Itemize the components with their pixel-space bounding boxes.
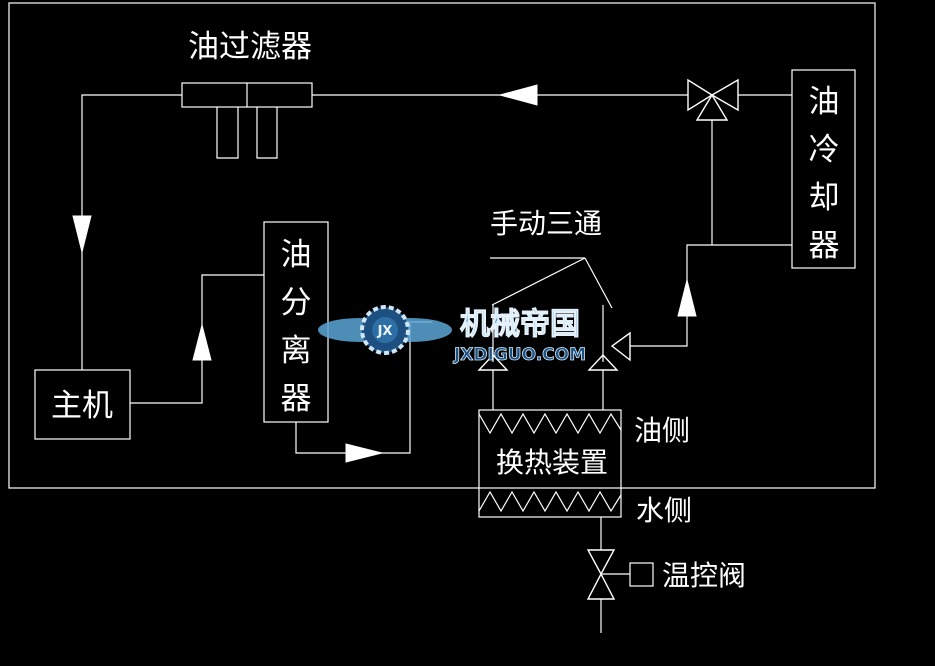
watermark-title: 机械帝国 — [460, 307, 580, 342]
flow-arrow-up-main — [192, 324, 212, 361]
manual-valve-up-line — [630, 244, 712, 347]
oil-side-label: 油侧 — [634, 414, 690, 447]
manual-three-way-leaders — [490, 257, 613, 309]
oil-cooler-char-3: 却 — [809, 180, 840, 216]
watermark-url: JXDIGUO.COM — [453, 345, 586, 365]
exchanger-oil-zigzag — [478, 412, 622, 435]
main-to-separator-line — [130, 274, 264, 404]
left-line — [81, 94, 182, 370]
flow-arrow-right — [345, 443, 383, 463]
oil-filter-symbol — [181, 82, 313, 159]
oil-cooler-char-1: 油 — [809, 84, 840, 120]
oil-separator-char-3: 离 — [281, 333, 312, 369]
exchanger-water-zigzag — [478, 490, 622, 513]
flow-arrow-down — [72, 215, 92, 253]
main-unit-label: 主机 — [51, 388, 113, 424]
flow-arrow-up — [677, 279, 697, 317]
outer-frame — [8, 2, 876, 489]
temp-valve-label: 温控阀 — [662, 559, 746, 592]
oil-cooler-box — [791, 69, 856, 269]
oil-separator-char-4: 器 — [281, 381, 312, 417]
temp-control-valve — [586, 549, 654, 600]
oil-cooler-char-4: 器 — [809, 228, 840, 264]
manual-three-way-valve — [610, 331, 631, 362]
oil-cooler-char-2: 冷 — [809, 132, 840, 168]
watermark-badge-text: JX — [377, 324, 393, 339]
oil-filter-label: 油过滤器 — [188, 29, 312, 65]
exchanger-inlet-lines — [492, 305, 604, 362]
heat-exchanger-box — [478, 409, 622, 518]
manual-three-way-label: 手动三通 — [490, 207, 602, 240]
flow-arrow-left — [498, 84, 538, 106]
heat-exchanger-label: 换热装置 — [496, 446, 608, 479]
watermark-logo: JX — [318, 305, 452, 355]
water-side-label: 水侧 — [636, 494, 692, 527]
oil-separator-char-1: 油 — [281, 237, 312, 273]
three-way-valve-top — [687, 78, 739, 121]
main-unit-box — [34, 369, 131, 440]
oil-separator-char-2: 分 — [281, 285, 312, 321]
